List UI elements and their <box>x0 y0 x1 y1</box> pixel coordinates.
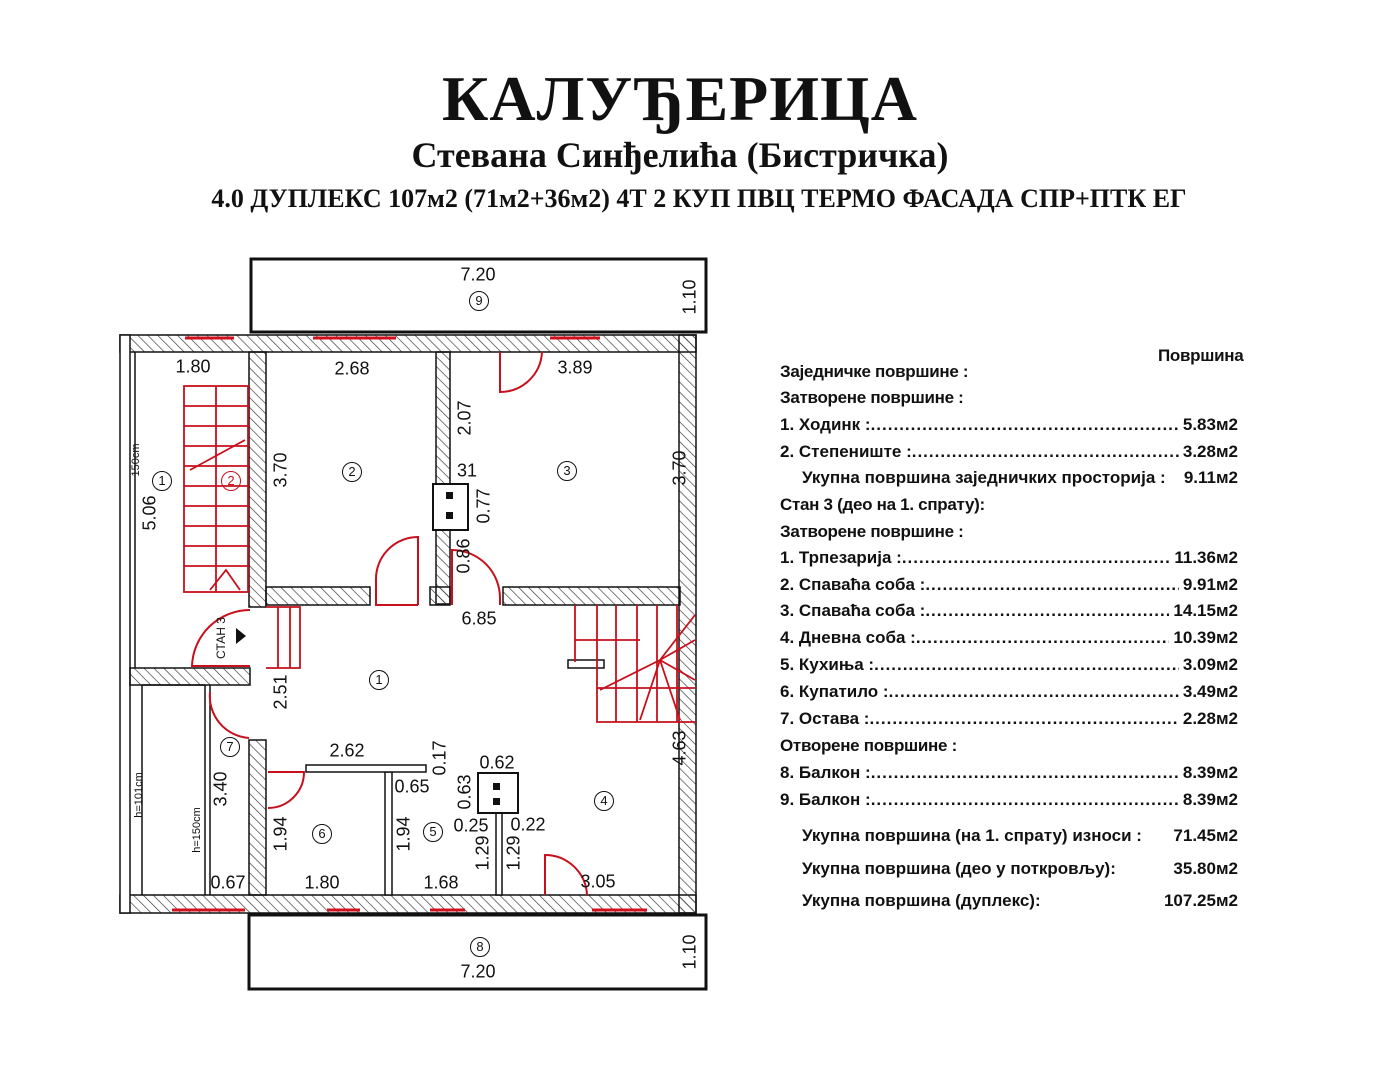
dimension: 0.62 <box>479 752 515 773</box>
dimension: 0.22 <box>510 814 546 835</box>
room-number-3: 3 <box>557 461 577 481</box>
room-number-1: 1 <box>152 471 172 491</box>
table-row: 3. Спаваћа соба :14.15м2 <box>780 601 1238 621</box>
property-specs: 4.0 ДУПЛЕКС 107м2 (71м2+36м2) 4Т 2 КУП П… <box>211 184 1187 213</box>
room-number-9: 9 <box>469 291 489 311</box>
dimension: 3.89 <box>557 357 593 378</box>
dimension: 1.68 <box>423 872 459 893</box>
page-title: КАЛУЂЕРИЦА <box>441 63 919 134</box>
dimension: 3.70 <box>669 450 690 486</box>
dimension: 1.94 <box>270 816 291 852</box>
doors <box>190 351 588 896</box>
room-number-7: 7 <box>220 737 240 757</box>
stairs-right <box>266 605 696 723</box>
stair-width-note: 150cm <box>130 443 142 477</box>
dimension: 5.06 <box>139 495 160 531</box>
table-row: 8. Балкон :8.39м2 <box>780 763 1238 783</box>
dimension: 0.17 <box>429 740 450 776</box>
section-heading: Заједничке површине : <box>780 362 969 381</box>
section-heading: Отворене површине : <box>780 736 957 755</box>
table-row: 5. Кухиња :3.09м2 <box>780 655 1238 675</box>
dimension: 0.63 <box>454 774 475 810</box>
area-column-header: Површина <box>1158 346 1244 365</box>
stairs-left <box>183 385 249 593</box>
address-subtitle: Стевана Синђелића (Бистричка) <box>411 135 949 175</box>
bottom-balcony <box>247 913 708 991</box>
room-number-4: 4 <box>594 791 614 811</box>
room-number-8: 8 <box>470 937 490 957</box>
height-note: h=150cm <box>191 807 203 853</box>
section-heading: Затворене површине : <box>780 522 964 541</box>
top-balcony-width: 7.20 <box>460 264 496 285</box>
chimneys <box>432 483 519 814</box>
table-row: 1. Трпезарија :11.36м2 <box>780 548 1238 568</box>
dimension: 2.51 <box>270 674 291 710</box>
section-heading: Стан 3 (део на 1. спрату): <box>780 495 985 514</box>
top-balcony-depth: 1.10 <box>679 279 700 315</box>
table-row: 2. Степениште :3.28м2 <box>780 442 1238 462</box>
section-heading: Затворене површине : <box>780 388 964 407</box>
total-row: Укупна површина (на 1. спрату) износи :7… <box>802 826 1238 845</box>
table-row: 9. Балкон :8.39м2 <box>780 790 1238 810</box>
dimension: 2.07 <box>454 400 475 436</box>
table-row: 2. Спаваћа соба :9.91м2 <box>780 575 1238 595</box>
room-number-2: 2 <box>342 462 362 482</box>
room-number-6: 6 <box>312 824 332 844</box>
windows <box>172 336 647 912</box>
bottom-balcony-width: 7.20 <box>460 961 496 982</box>
subtotal-row: Укупна површина заједничких просторија :… <box>802 468 1238 487</box>
bottom-balcony-depth: 1.10 <box>679 934 700 970</box>
room-number-2: 2 <box>221 471 241 491</box>
total-row: Укупна површина (дуплекс):107.25м2 <box>802 891 1238 910</box>
dimension: 31 <box>456 460 478 481</box>
dimension: 1.80 <box>175 356 211 377</box>
table-row: 1. Ходинк :5.83м2 <box>780 415 1238 435</box>
dimension: 0.86 <box>453 538 474 574</box>
dimension: 3.05 <box>580 871 616 892</box>
total-row: Укупна површина (део у поткровљу):35.80м… <box>802 859 1238 878</box>
dimension: 0.67 <box>210 872 246 893</box>
dimension: 4.63 <box>669 730 690 766</box>
dimension: 1.29 <box>472 835 493 871</box>
dimension: 2.62 <box>329 740 365 761</box>
dimension: 1.80 <box>304 872 340 893</box>
height-note: h=101cm <box>133 772 145 818</box>
dimension: 3.40 <box>210 771 231 807</box>
dimension: 1.94 <box>393 816 414 852</box>
entrance-arrow-icon <box>236 628 246 644</box>
table-row: 7. Остава :2.28м2 <box>780 709 1238 729</box>
dimension: 2.68 <box>334 358 370 379</box>
dimension: 3.70 <box>270 452 291 488</box>
room-number-5: 5 <box>423 822 443 842</box>
dimension: 0.77 <box>473 488 494 524</box>
room-number-1: 1 <box>369 670 389 690</box>
table-row: 4. Дневна соба :10.39м2 <box>780 628 1238 648</box>
dimension: 1.29 <box>503 835 524 871</box>
dimension: 0.25 <box>453 815 489 836</box>
table-row: 6. Купатило :3.49м2 <box>780 682 1238 702</box>
dimension: 6.85 <box>461 608 497 629</box>
top-balcony <box>249 257 708 334</box>
dimension: 0.65 <box>394 776 430 797</box>
entrance-label: СТАН 3 <box>214 617 228 659</box>
